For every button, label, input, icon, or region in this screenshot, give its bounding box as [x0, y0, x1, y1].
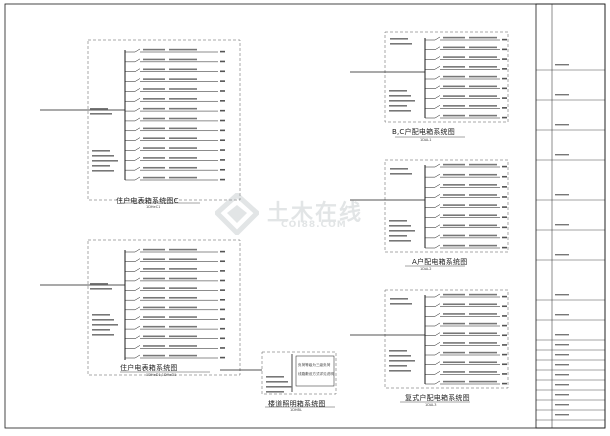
- circuit-row: [125, 98, 225, 102]
- circuit-row: [425, 173, 507, 178]
- caption-b-c-box-sub: 1DAL1: [420, 138, 432, 142]
- circuit-row: [125, 58, 225, 63]
- watermark-url: COI88.COM: [281, 220, 347, 230]
- circuit-row: [125, 345, 225, 349]
- household-meter-box-c: [40, 39, 241, 201]
- circuit-row: [125, 107, 225, 112]
- circuit-row: [425, 36, 507, 41]
- circuit-row: [125, 157, 225, 161]
- circuit-row: [425, 371, 507, 375]
- circuit-row: [425, 114, 507, 119]
- circuit-row: [425, 303, 507, 308]
- circuit-row: [125, 88, 225, 92]
- circuit-row: [425, 361, 507, 366]
- circuit-row: [125, 335, 225, 340]
- circuit-row: [425, 244, 507, 249]
- watermark-logo-icon: [215, 193, 259, 235]
- circuit-row: [125, 147, 225, 151]
- circuit-row: [125, 127, 225, 132]
- circuit-row: [425, 313, 507, 317]
- circuit-row: [425, 163, 507, 168]
- circuit-row: [425, 66, 507, 70]
- circuit-row: [425, 293, 507, 298]
- circuit-row: [425, 234, 507, 239]
- circuit-row: [425, 342, 507, 346]
- circuit-row: [125, 137, 225, 142]
- circuit-row: [125, 296, 225, 301]
- caption-a-box: A户配电箱系统图: [412, 258, 468, 266]
- caption-household-d-sub: 1DHeD1,1DHeD1: [146, 373, 177, 377]
- circuit-row: [425, 322, 507, 327]
- caption-household-c: 住户电表箱系统图C: [116, 197, 179, 205]
- caption-household-d: 住户电表箱系统图: [120, 364, 178, 372]
- circuit-row: [125, 248, 225, 253]
- circuit-row: [125, 166, 225, 171]
- circuit-row: [425, 204, 507, 208]
- circuit-row: [425, 105, 507, 109]
- circuit-row: [125, 277, 225, 282]
- caption-duplex-box: 复式户配电箱系统图: [405, 394, 470, 402]
- circuit-row: [125, 68, 225, 73]
- circuit-row: [425, 56, 507, 60]
- circuit-row: [125, 325, 225, 330]
- circuit-row: [425, 85, 507, 90]
- circuit-row: [125, 316, 225, 320]
- stair-lighting-box: [220, 351, 337, 395]
- title-block-rows: [536, 64, 605, 421]
- a-distribution-box: [350, 159, 509, 253]
- caption-household-c-sub: 1DHeC1: [146, 205, 161, 209]
- circuit-row: [125, 287, 225, 291]
- circuit-row: [125, 306, 225, 311]
- circuit-row: [425, 46, 507, 51]
- circuit-row: [125, 354, 225, 359]
- circuit-row: [125, 268, 225, 272]
- circuit-row: [425, 194, 507, 198]
- stair-box-note-2: 线路敷设方式详见说明: [298, 372, 334, 376]
- circuit-row: [425, 214, 507, 219]
- duplex-distribution-box: [350, 289, 509, 389]
- household-meter-box-d: [40, 239, 241, 376]
- caption-stair-box-sub: 1DHBL: [290, 408, 302, 412]
- circuit-row: [125, 78, 225, 82]
- circuit-row: [125, 117, 225, 122]
- watermark-text: 土木在线: [267, 201, 364, 226]
- caption-stair-box: 楼道照明箱系统图: [268, 400, 326, 408]
- caption-a-box-sub: 1DAL2: [420, 267, 432, 271]
- stair-box-note-1: 负荷等级为三级负荷: [298, 363, 331, 367]
- circuit-row: [425, 380, 507, 385]
- circuit-row: [125, 258, 225, 263]
- caption-b-c-box: B,C户配电箱系统图: [392, 128, 455, 136]
- circuit-row: [425, 75, 507, 80]
- circuit-row: [425, 332, 507, 337]
- circuit-row: [425, 224, 507, 229]
- circuit-row: [125, 48, 225, 53]
- title-block: [535, 3, 606, 429]
- circuit-row: [125, 176, 225, 181]
- circuit-row: [425, 95, 507, 99]
- watermark: 土木在线 COI88.COM: [215, 193, 385, 235]
- b-c-distribution-box: [350, 31, 509, 123]
- caption-duplex-box-sub: 1DAL3: [425, 403, 437, 407]
- circuit-row: [425, 351, 507, 356]
- circuit-row: [425, 184, 507, 188]
